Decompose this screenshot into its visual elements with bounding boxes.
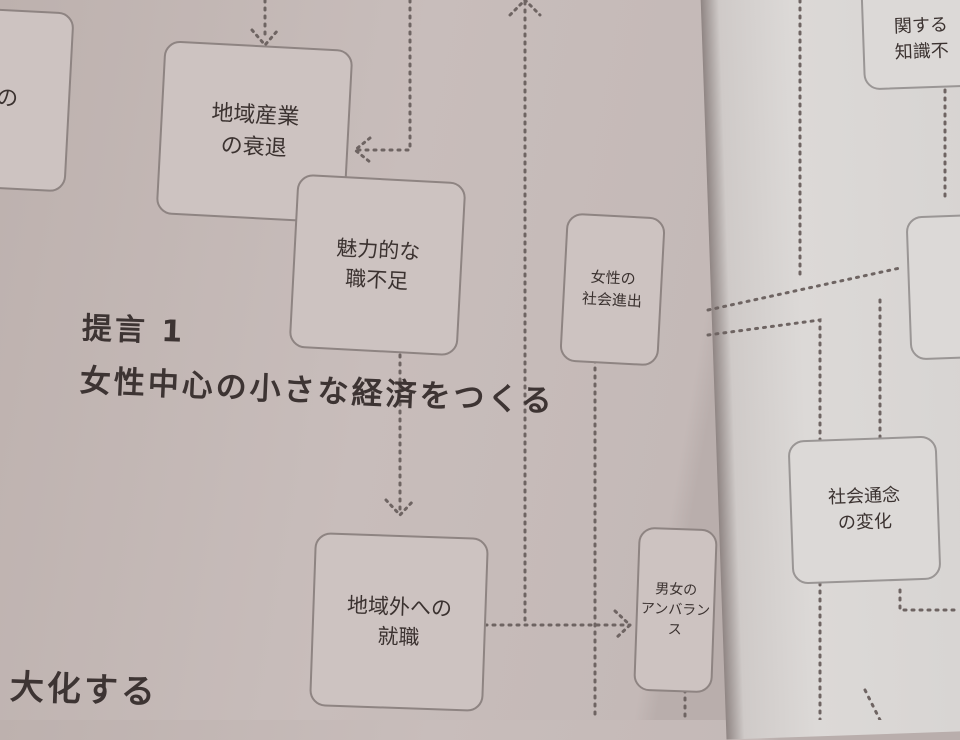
node-knowledge-lack-partial: 関する知識不 bbox=[859, 0, 960, 91]
node-lack-of-attractive-jobs: 魅力的な職不足 bbox=[288, 173, 467, 357]
connector bbox=[353, 0, 412, 152]
bottom-partial-heading: 大化する bbox=[9, 667, 159, 713]
node-social-norm-change: 社会通念の変化 bbox=[787, 435, 942, 585]
node-right-partial bbox=[905, 213, 960, 361]
arrow-head bbox=[613, 609, 633, 641]
connector bbox=[706, 318, 822, 720]
connector-lines bbox=[250, 0, 957, 720]
connector bbox=[706, 266, 902, 312]
node-women-social-advance: 女性の社会進出 bbox=[559, 212, 666, 367]
node-left-partial: の bbox=[0, 7, 75, 193]
connector bbox=[898, 588, 957, 612]
node-employment-outside-region: 地域外への就職 bbox=[309, 532, 489, 712]
connector bbox=[863, 688, 882, 720]
node-gender-imbalance: 男女のアンバランス bbox=[633, 526, 718, 694]
arrow-head bbox=[352, 136, 372, 164]
proposal-label: 提言 1 bbox=[81, 311, 186, 350]
arrow-head bbox=[384, 498, 416, 518]
arrow-head bbox=[508, 0, 542, 17]
